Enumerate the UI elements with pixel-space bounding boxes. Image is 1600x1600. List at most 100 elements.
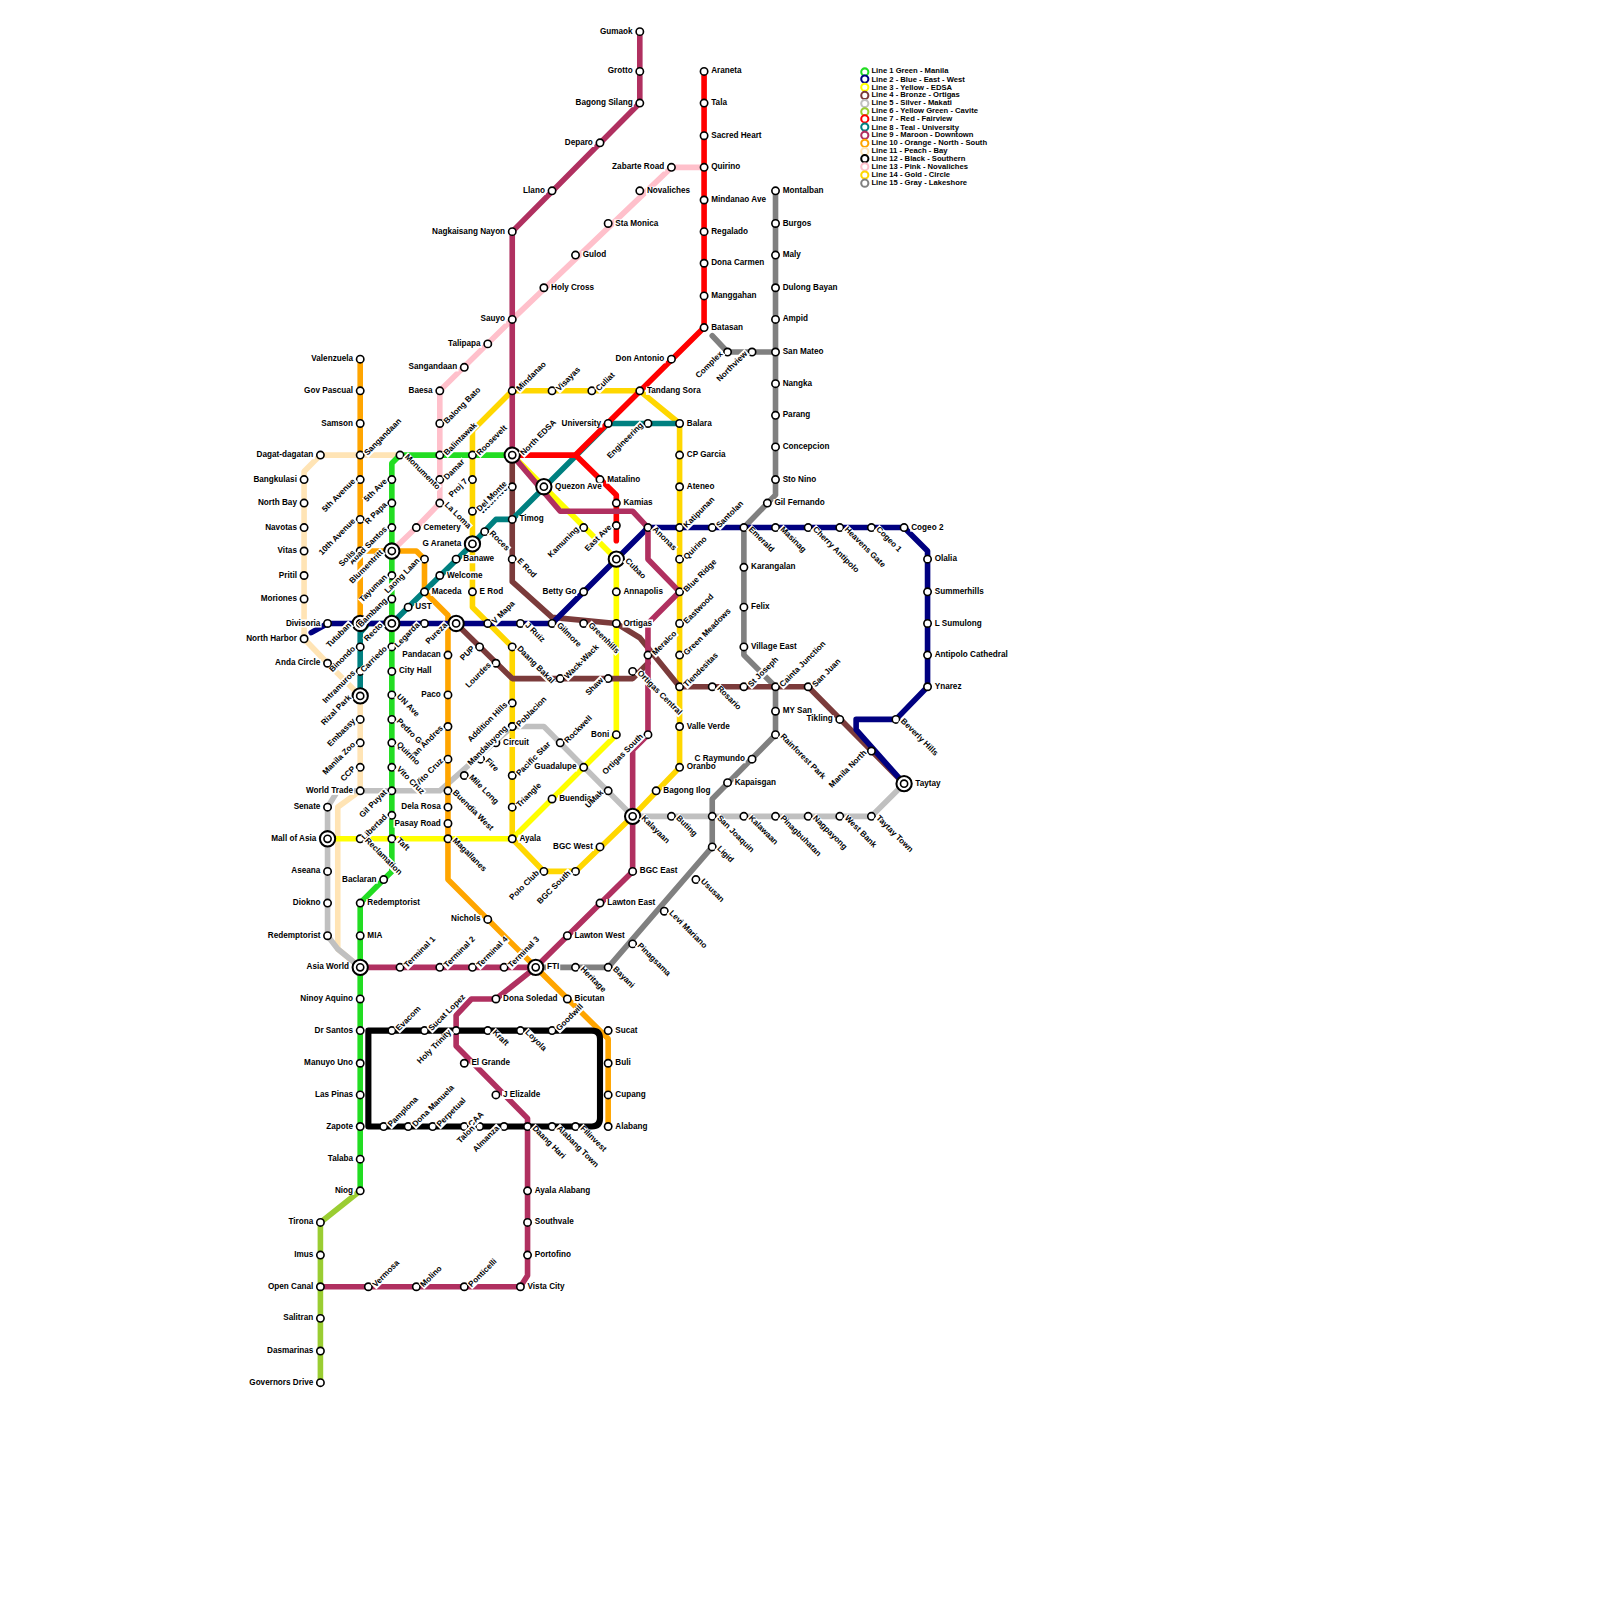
station-label: UST bbox=[414, 603, 432, 611]
station-label: MIA bbox=[366, 932, 383, 940]
station-label: Fire bbox=[483, 756, 501, 774]
station-dot bbox=[596, 843, 603, 850]
station-label: Ayala bbox=[518, 835, 542, 843]
station-dot bbox=[772, 251, 779, 258]
station-label: Betty Go bbox=[541, 588, 577, 596]
station-label: Timog bbox=[518, 515, 544, 523]
station-label: Oranbo bbox=[686, 763, 717, 771]
station-label: Kamuning bbox=[546, 525, 581, 560]
station-dot bbox=[924, 556, 931, 563]
station-dot bbox=[436, 572, 443, 579]
station-dot bbox=[676, 420, 683, 427]
station-dot bbox=[676, 451, 683, 458]
station-label: BGC West bbox=[552, 843, 594, 851]
station-label: UMak bbox=[583, 788, 606, 811]
interchange-dot bbox=[384, 543, 399, 558]
station-label: Baclaran bbox=[341, 876, 378, 884]
metro-line bbox=[357, 551, 363, 623]
station-dot bbox=[636, 387, 643, 394]
station-label: Paco bbox=[420, 691, 442, 699]
station-label: Village East bbox=[750, 643, 798, 651]
station-label: Roces bbox=[487, 529, 512, 554]
station-label: Gulod bbox=[582, 251, 608, 259]
metro-line bbox=[392, 167, 704, 551]
station-dot bbox=[924, 683, 931, 690]
station-dot bbox=[564, 995, 571, 1002]
station-label: Gilmore bbox=[554, 621, 583, 650]
station-dot bbox=[740, 603, 747, 610]
station-dot bbox=[924, 620, 931, 627]
station-dot bbox=[676, 723, 683, 730]
interchange-dot bbox=[320, 831, 335, 846]
station-label: Kraft bbox=[490, 1028, 511, 1049]
station-label: Ampid bbox=[782, 315, 809, 323]
interchange-dot bbox=[448, 616, 463, 631]
station-label: Tikling bbox=[805, 715, 833, 723]
station-label: Mindanao bbox=[514, 360, 548, 394]
station-dot bbox=[700, 228, 707, 235]
station-label: Rockwell bbox=[562, 713, 594, 745]
interchange-dot bbox=[509, 452, 516, 459]
station-dot bbox=[772, 284, 779, 291]
station-dot bbox=[317, 1251, 324, 1258]
station-label: Portofino bbox=[534, 1251, 572, 1259]
station-dot bbox=[317, 1379, 324, 1386]
station-label: Quirino bbox=[710, 163, 741, 171]
station-label: San Juan bbox=[810, 657, 843, 690]
station-label: Holy Cross bbox=[550, 284, 595, 292]
station-label: Dona Carmen bbox=[710, 259, 765, 267]
station-label: Burgos bbox=[782, 219, 813, 227]
station-label: Evacom bbox=[394, 1004, 423, 1033]
interchange-dot bbox=[453, 620, 460, 627]
station-label: Pureza bbox=[424, 621, 450, 647]
station-dot bbox=[300, 524, 307, 531]
station-label: Vista City bbox=[527, 1283, 566, 1291]
station-label: Sauyo bbox=[480, 315, 507, 323]
interchange-dot bbox=[625, 809, 640, 824]
interchange-dot bbox=[629, 813, 636, 820]
station-dot bbox=[740, 643, 747, 650]
station-dot bbox=[636, 187, 643, 194]
station-label: Buting bbox=[674, 813, 699, 838]
station-label: El Grande bbox=[470, 1059, 511, 1067]
legend-text: Line 13 - Pink - Novaliches bbox=[871, 163, 968, 171]
legend-text: Line 10 - Orange - North - South bbox=[871, 139, 987, 147]
station-dot bbox=[772, 476, 779, 483]
station-label: Terminal 4 bbox=[475, 935, 511, 971]
station-label: Masinag bbox=[778, 525, 808, 555]
legend-swatch bbox=[860, 178, 869, 187]
station-label: North Harbor bbox=[245, 635, 298, 643]
station-dot bbox=[300, 499, 307, 506]
station-label: Vermosa bbox=[371, 1258, 402, 1289]
interchange-dot bbox=[324, 835, 331, 842]
station-dot bbox=[772, 412, 779, 419]
station-dot bbox=[700, 292, 707, 299]
station-dot bbox=[772, 316, 779, 323]
station-label: Shaw bbox=[584, 676, 606, 698]
station-dot bbox=[636, 68, 643, 75]
station-dot bbox=[461, 364, 468, 371]
metro-line bbox=[304, 455, 400, 967]
legend-text: Line 11 - Peach - Bay bbox=[871, 147, 947, 155]
station-label: Lourdes bbox=[464, 660, 494, 690]
station-dot bbox=[900, 524, 907, 531]
station-dot bbox=[613, 499, 620, 506]
interchange-dot bbox=[505, 447, 520, 462]
station-label: Gil Fernando bbox=[773, 499, 825, 507]
station-label: BGC East bbox=[639, 867, 679, 875]
station-dot bbox=[596, 139, 603, 146]
interchange-dot bbox=[353, 960, 368, 975]
station-dot bbox=[324, 932, 331, 939]
station-label: Kalawaan bbox=[746, 813, 780, 847]
legend-text: Line 1 Green - Manila bbox=[871, 67, 948, 75]
station-dot bbox=[524, 1251, 531, 1258]
station-label: Cupang bbox=[614, 1091, 646, 1099]
station-label: Concepcion bbox=[782, 443, 831, 451]
station-label: Circuit bbox=[502, 739, 530, 747]
station-dot bbox=[444, 691, 451, 698]
station-dot bbox=[509, 835, 516, 842]
station-label: San Mateo bbox=[782, 348, 825, 356]
legend-text: Line 2 - Blue - East - West bbox=[871, 75, 964, 83]
station-label: Zapote bbox=[325, 1122, 354, 1130]
